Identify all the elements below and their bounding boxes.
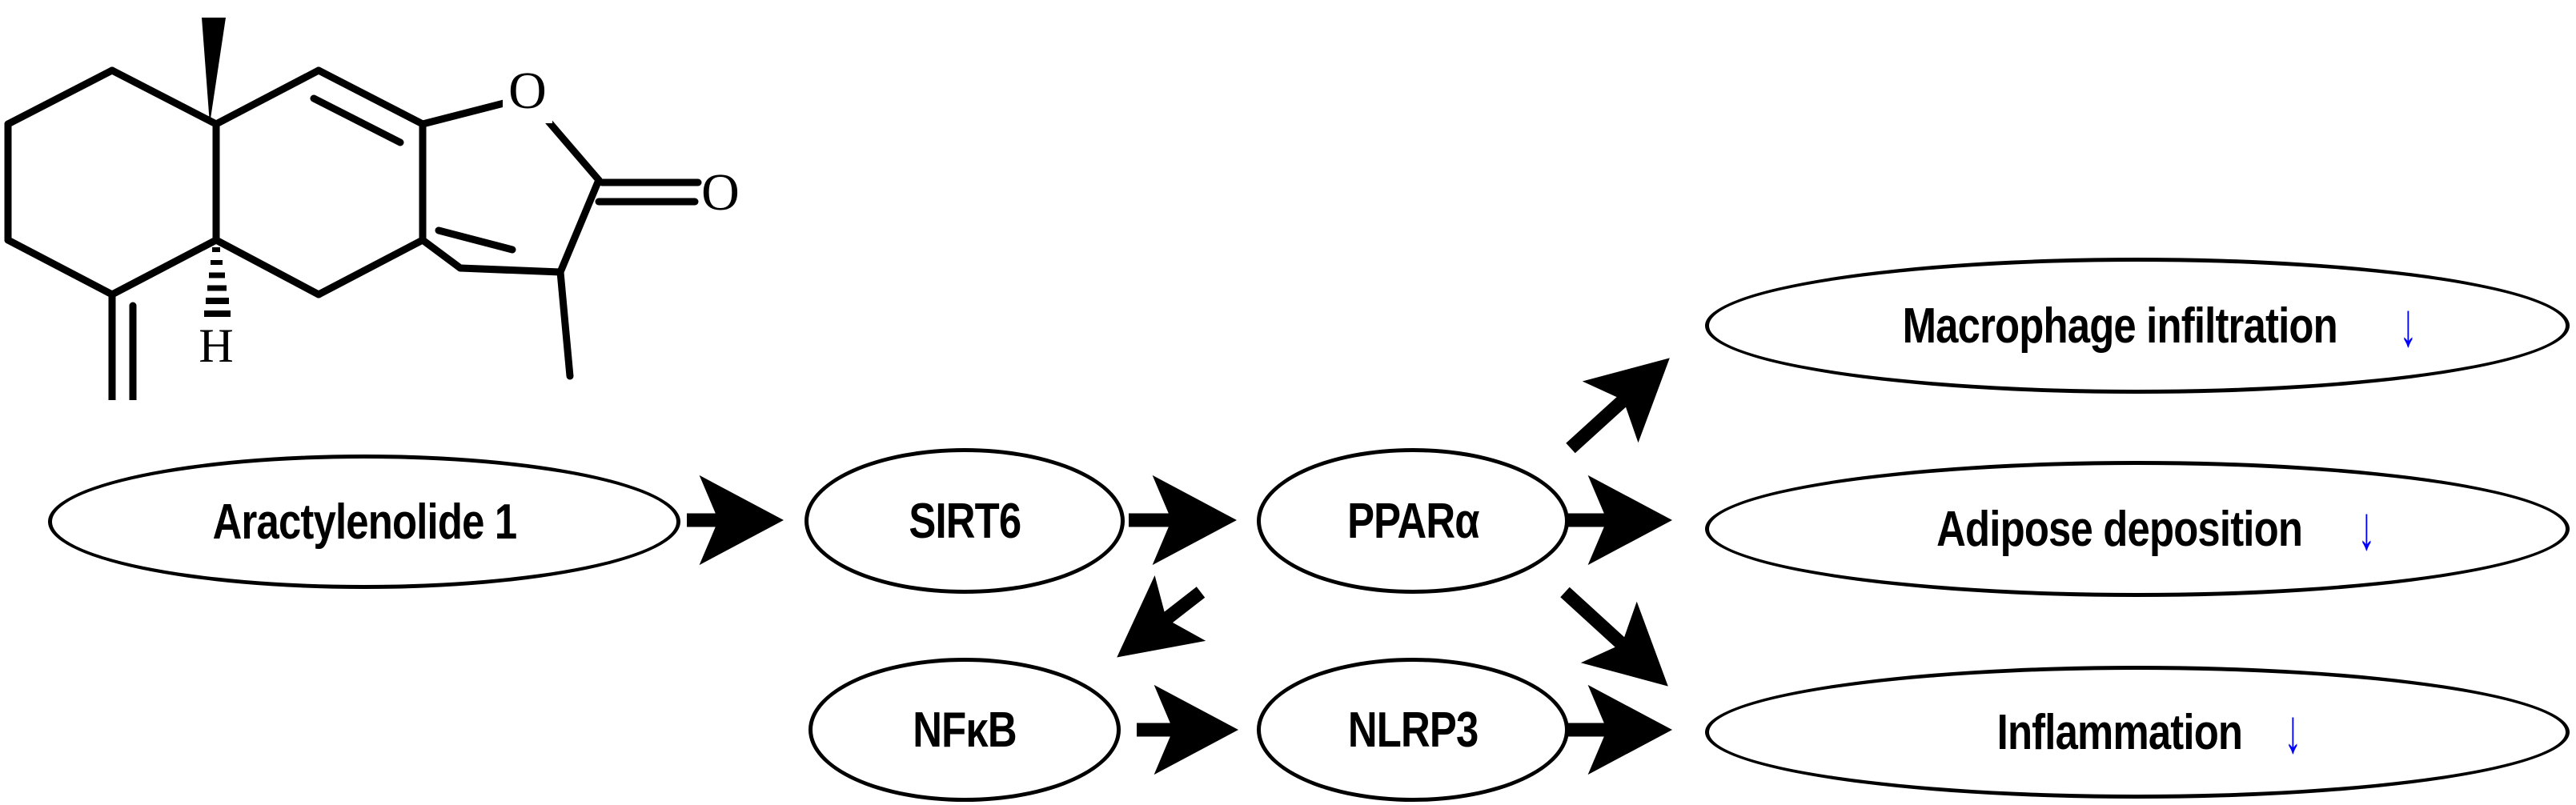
arrow-ppara-to-inflammation [1560,587,1668,687]
node-inflammation-label: Inflammation [1996,704,2243,760]
decrease-arrow-icon: ↓ [2284,697,2301,767]
hash-hydrogen-bond [204,247,231,317]
arrow-ppara-to-macrophage [1566,358,1670,454]
node-ppara-label: PPARα [1346,493,1479,549]
node-macrophage-infiltration[interactable]: Macrophage infiltration ↓ [1705,258,2570,394]
node-nlrp3[interactable]: NLRP3 [1257,658,1569,802]
node-nfkb-label: NFκB [913,702,1017,758]
node-sirt6[interactable]: SIRT6 [804,448,1125,594]
node-sirt6-label: SIRT6 [909,493,1021,549]
node-nfkb[interactable]: NFκB [809,658,1121,802]
ring-oxygen-label: O [508,62,547,120]
node-adipose-deposition-label: Adipose deposition [1936,501,2304,557]
arrow-sirt6-to-nfkb [1117,575,1206,658]
chemical-structure: O O H [4,18,740,400]
node-ppara[interactable]: PPARα [1257,448,1569,594]
wedge-methyl-bond [202,18,226,124]
stereo-hydrogen-label: H [199,319,233,372]
node-compound[interactable]: Aractylenolide 1 [48,455,680,589]
decrease-arrow-icon: ↓ [2357,494,2375,563]
node-nlrp3-label: NLRP3 [1347,702,1479,758]
carbonyl-oxygen-label: O [701,163,740,222]
node-inflammation[interactable]: Inflammation ↓ [1705,666,2570,799]
node-macrophage-infiltration-label: Macrophage infiltration [1902,298,2337,354]
decrease-arrow-icon: ↓ [2399,290,2418,360]
node-adipose-deposition[interactable]: Adipose deposition ↓ [1705,461,2570,597]
node-compound-label: Aractylenolide 1 [212,494,516,550]
